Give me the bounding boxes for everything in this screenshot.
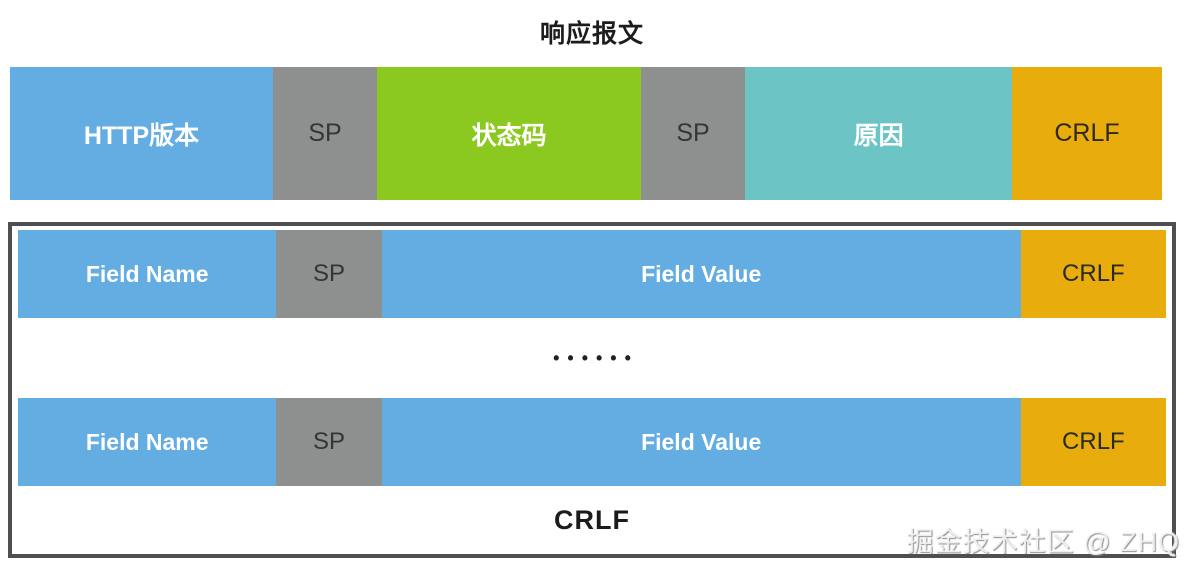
header-fields-box: Field Name SP Field Value CRLF •••••• Fi… (8, 222, 1176, 558)
segment-sp-2: SP (641, 67, 746, 200)
segment-http-version: HTTP版本 (10, 67, 273, 200)
segment-reason-phrase: 原因 (745, 67, 1013, 200)
header-field-row-2: Field Name SP Field Value CRLF (18, 398, 1166, 486)
segment-crlf: CRLF (1012, 67, 1162, 200)
field-crlf-cell: CRLF (1020, 230, 1166, 318)
status-line-row: HTTP版本 SP 状态码 SP 原因 CRLF (10, 67, 1162, 200)
field-name-cell: Field Name (18, 230, 277, 318)
segment-status-code: 状态码 (377, 67, 642, 200)
field-name-cell: Field Name (18, 398, 277, 486)
terminating-crlf-label: CRLF (554, 504, 630, 535)
field-sp-cell: SP (276, 398, 382, 486)
more-fields-ellipsis: •••••• (553, 347, 639, 368)
field-value-cell: Field Value (381, 398, 1021, 486)
segment-sp-1: SP (273, 67, 378, 200)
field-crlf-cell: CRLF (1020, 398, 1166, 486)
header-field-row-1: Field Name SP Field Value CRLF (18, 230, 1166, 318)
field-sp-cell: SP (276, 230, 382, 318)
field-value-cell: Field Value (381, 230, 1021, 318)
diagram-title: 响应报文 (539, 20, 644, 48)
